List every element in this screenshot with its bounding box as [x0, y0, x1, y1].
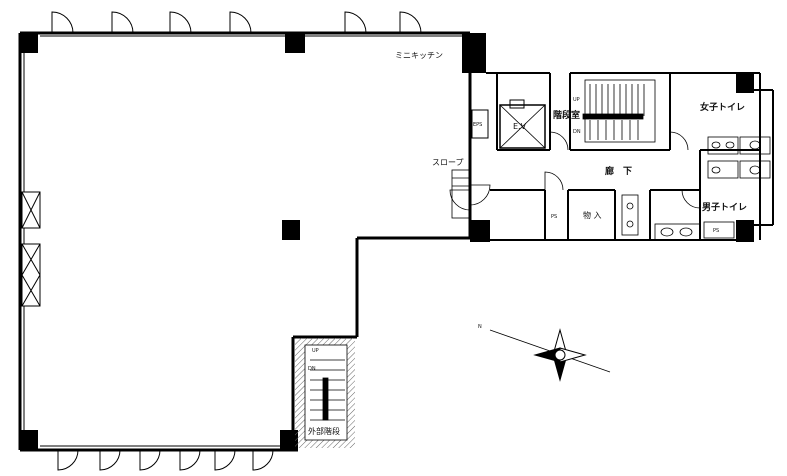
corridor-label: 廊 下	[605, 165, 632, 177]
ps-right-label: PS	[713, 228, 719, 234]
compass-rose: N	[478, 324, 611, 382]
mini-kitchen-label: ミニキッチン	[395, 51, 443, 60]
mens-toilet-label: 男子トイレ	[702, 202, 747, 213]
compass-north-label: N	[478, 324, 482, 330]
restroom-fixtures	[621, 136, 771, 241]
core-walls	[486, 72, 774, 241]
left-wall-panels	[21, 191, 41, 307]
ext-stair-dn-label: DN	[308, 366, 316, 372]
slope-ramp	[451, 169, 471, 219]
ps-right-box	[703, 221, 735, 239]
bottom-doors	[57, 449, 274, 471]
stair-room-label: 階段室	[553, 109, 580, 121]
main-stairs	[582, 79, 656, 143]
storage-label: 物 入	[583, 210, 602, 220]
eps-label: EPS	[473, 122, 482, 128]
external-stairs-label: 外部階段	[308, 426, 340, 436]
eps-box	[471, 109, 489, 139]
stair-dn-label: DN	[573, 129, 581, 135]
ps-left-label: PS	[551, 214, 557, 220]
womens-toilet-label: 女子トイレ	[700, 101, 745, 113]
slope-label: スロープ	[432, 158, 464, 167]
top-doors	[51, 11, 422, 34]
ext-stair-up-label: UP	[312, 348, 319, 354]
external-stairs	[295, 338, 355, 448]
office-walls	[18, 31, 472, 452]
stair-up-label: UP	[573, 97, 580, 103]
elevator: E.V	[499, 99, 546, 149]
core-doors	[449, 131, 701, 211]
structural-columns	[20, 33, 754, 450]
elevator-label: E.V	[513, 122, 527, 131]
